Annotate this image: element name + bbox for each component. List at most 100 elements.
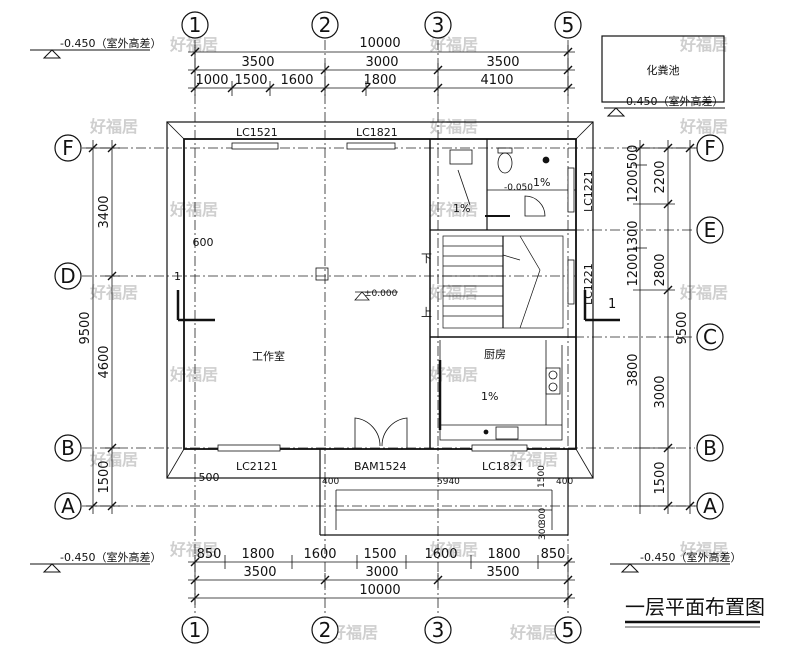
porch-dim: 300 [538, 508, 548, 525]
dim-right-total: 9500 [675, 311, 690, 344]
watermark: 好福居 [329, 623, 378, 642]
stairs [442, 235, 564, 329]
porch-dim: 5940 [437, 477, 460, 487]
window-label: LC2121 [236, 460, 278, 473]
door-label: BAM1524 [354, 460, 407, 473]
watermark: 好福居 [509, 450, 558, 469]
bath-fixtures [449, 147, 550, 217]
stair-labels: 下 上 [421, 252, 432, 319]
porch-dim: 1500 [537, 465, 547, 488]
column-mark [315, 267, 329, 281]
watermark: 好福居 [679, 540, 728, 559]
dim-right: 3800 [626, 353, 641, 386]
watermark: 好福居 [429, 117, 478, 136]
dim-right: 1300 [626, 220, 641, 253]
level-outdoor: -0.450（室外高差） [60, 550, 161, 564]
dim-right: 1500 [653, 461, 668, 494]
watermark: 好福居 [169, 35, 218, 54]
dim-right: 2800 [653, 253, 668, 286]
porch-dim: 400 [322, 477, 339, 487]
kitchen-fixtures [438, 340, 563, 441]
dim-right: 1200 [626, 169, 641, 202]
axis-label: A [703, 494, 717, 518]
dim-bottom: 1600 [424, 547, 457, 562]
axis-label: 2 [319, 13, 332, 37]
watermark: 好福居 [169, 365, 218, 384]
watermark: 好福居 [89, 283, 138, 302]
building-walls [166, 121, 620, 536]
watermark: 好福居 [169, 200, 218, 219]
watermark: 好福居 [679, 35, 728, 54]
watermark: 好福居 [429, 540, 478, 559]
stove-icon [545, 367, 561, 395]
floor-level-marker: ±0.000 [354, 289, 398, 301]
level-floor: ±0.000 [364, 289, 398, 299]
axis-label: 1 [189, 13, 202, 37]
porch-dim: 400 [556, 477, 573, 487]
slope-label: 1% [453, 202, 470, 215]
dim-total-bottom: 10000 [359, 583, 400, 598]
level-outdoor: -0.450（室外高差） [60, 36, 161, 50]
entry-door [354, 417, 408, 448]
dim-total-top: 10000 [359, 36, 400, 51]
dim-left: 3400 [97, 195, 112, 228]
axis-bubbles [54, 11, 724, 644]
watermark: 好福居 [429, 365, 478, 384]
dim-top: 1800 [363, 73, 396, 88]
shower-door-icon [524, 195, 546, 217]
porch-dim: 300 [538, 523, 548, 540]
dim-left-total: 9500 [78, 311, 93, 344]
axis-label: 3 [432, 618, 445, 642]
drawing-title: 一层平面布置图 [625, 595, 765, 619]
dim-left-small: 600 [193, 236, 214, 249]
dim-top: 3500 [486, 55, 519, 70]
dimension-ticks [88, 47, 695, 603]
axis-label: E [704, 218, 717, 242]
axis-label: 5 [562, 13, 575, 37]
level-texts: -0.450（室外高差） -0.450（室外高差） -0.450（室外高差） -… [60, 36, 741, 564]
watermark: 好福居 [429, 283, 478, 302]
level-markers [30, 49, 730, 573]
watermark: 好福居 [89, 450, 138, 469]
watermark: 好福居 [679, 117, 728, 136]
window-label: LC1221 [582, 170, 595, 212]
dim-top: 1500 [234, 73, 267, 88]
axis-label: 5 [562, 618, 575, 642]
dim-top: 3000 [365, 55, 398, 70]
section-mark: 1 [174, 270, 181, 283]
section-mark: 1 [608, 297, 616, 312]
stair-up-label: 上 [421, 306, 432, 319]
stair-down-label: 下 [421, 252, 432, 265]
axis-label: 3 [432, 13, 445, 37]
dim-right: 2200 [653, 160, 668, 193]
axis-label: D [60, 264, 75, 288]
dim-bottom: 1600 [303, 547, 336, 562]
level-outdoor: -0.450（室外高差） [640, 550, 741, 564]
dim-left: 4600 [97, 345, 112, 378]
level-outdoor: -0.450（室外高差） [622, 94, 723, 108]
dim-bottom: 1800 [487, 547, 520, 562]
toilet-tank-icon [497, 147, 513, 154]
watermark: 好福居 [509, 623, 558, 642]
axis-label: B [61, 436, 75, 460]
window-label: LC1821 [482, 460, 524, 473]
slope-label: 1% [481, 390, 498, 403]
septic-tank-label: 化粪池 [647, 63, 680, 77]
axis-label: F [62, 136, 74, 160]
windows [217, 142, 575, 452]
watermarks: 好福居 好福居 好福居 好福居 好福居 好福居 好福居 好福居 好福居 好福居 … [89, 35, 728, 642]
sink-icon [495, 426, 519, 440]
dim-bottom: 1800 [241, 547, 274, 562]
dim-left: 1500 [97, 460, 112, 493]
axis-label: F [704, 136, 716, 160]
window-label: LC1521 [236, 126, 278, 139]
dim-top: 4100 [480, 73, 513, 88]
dim-bottom: 1500 [363, 547, 396, 562]
axis-label: 1 [189, 618, 202, 642]
level-bath: -0.050 [504, 183, 533, 193]
axis-label: A [61, 494, 75, 518]
axis-label: 2 [319, 618, 332, 642]
window-label: LC1821 [356, 126, 398, 139]
toilet-icon [497, 152, 513, 174]
